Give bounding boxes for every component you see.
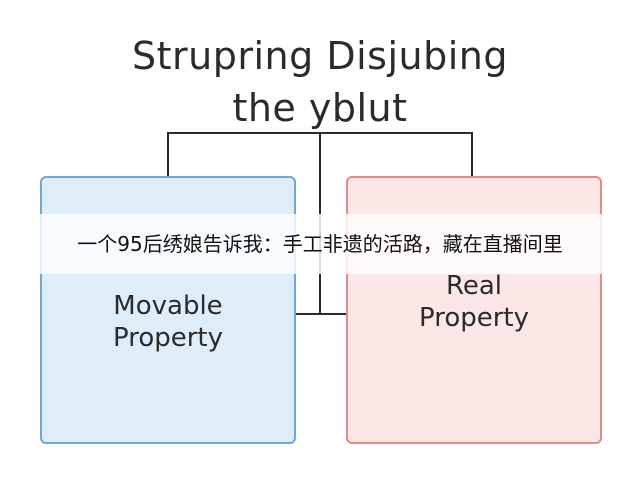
- real-property-line-1: Real: [445, 271, 503, 301]
- real-property-label: Real Property: [348, 270, 600, 334]
- real-property-line-2: Property: [418, 303, 530, 333]
- caption-banner-text: 一个95后绣娘告诉我：手工非遗的活路，藏在直播间里: [77, 232, 563, 256]
- title-line-2: the yblut: [232, 86, 408, 130]
- movable-property-line-1: Movable: [113, 291, 223, 321]
- movable-property-line-2: Property: [112, 323, 224, 353]
- movable-property-label: Movable Property: [42, 290, 294, 354]
- title-line-1: Strupring Disjubing: [132, 34, 508, 78]
- diagram-title: Strupring Disjubing the yblut: [0, 30, 640, 134]
- caption-banner: [0, 214, 640, 274]
